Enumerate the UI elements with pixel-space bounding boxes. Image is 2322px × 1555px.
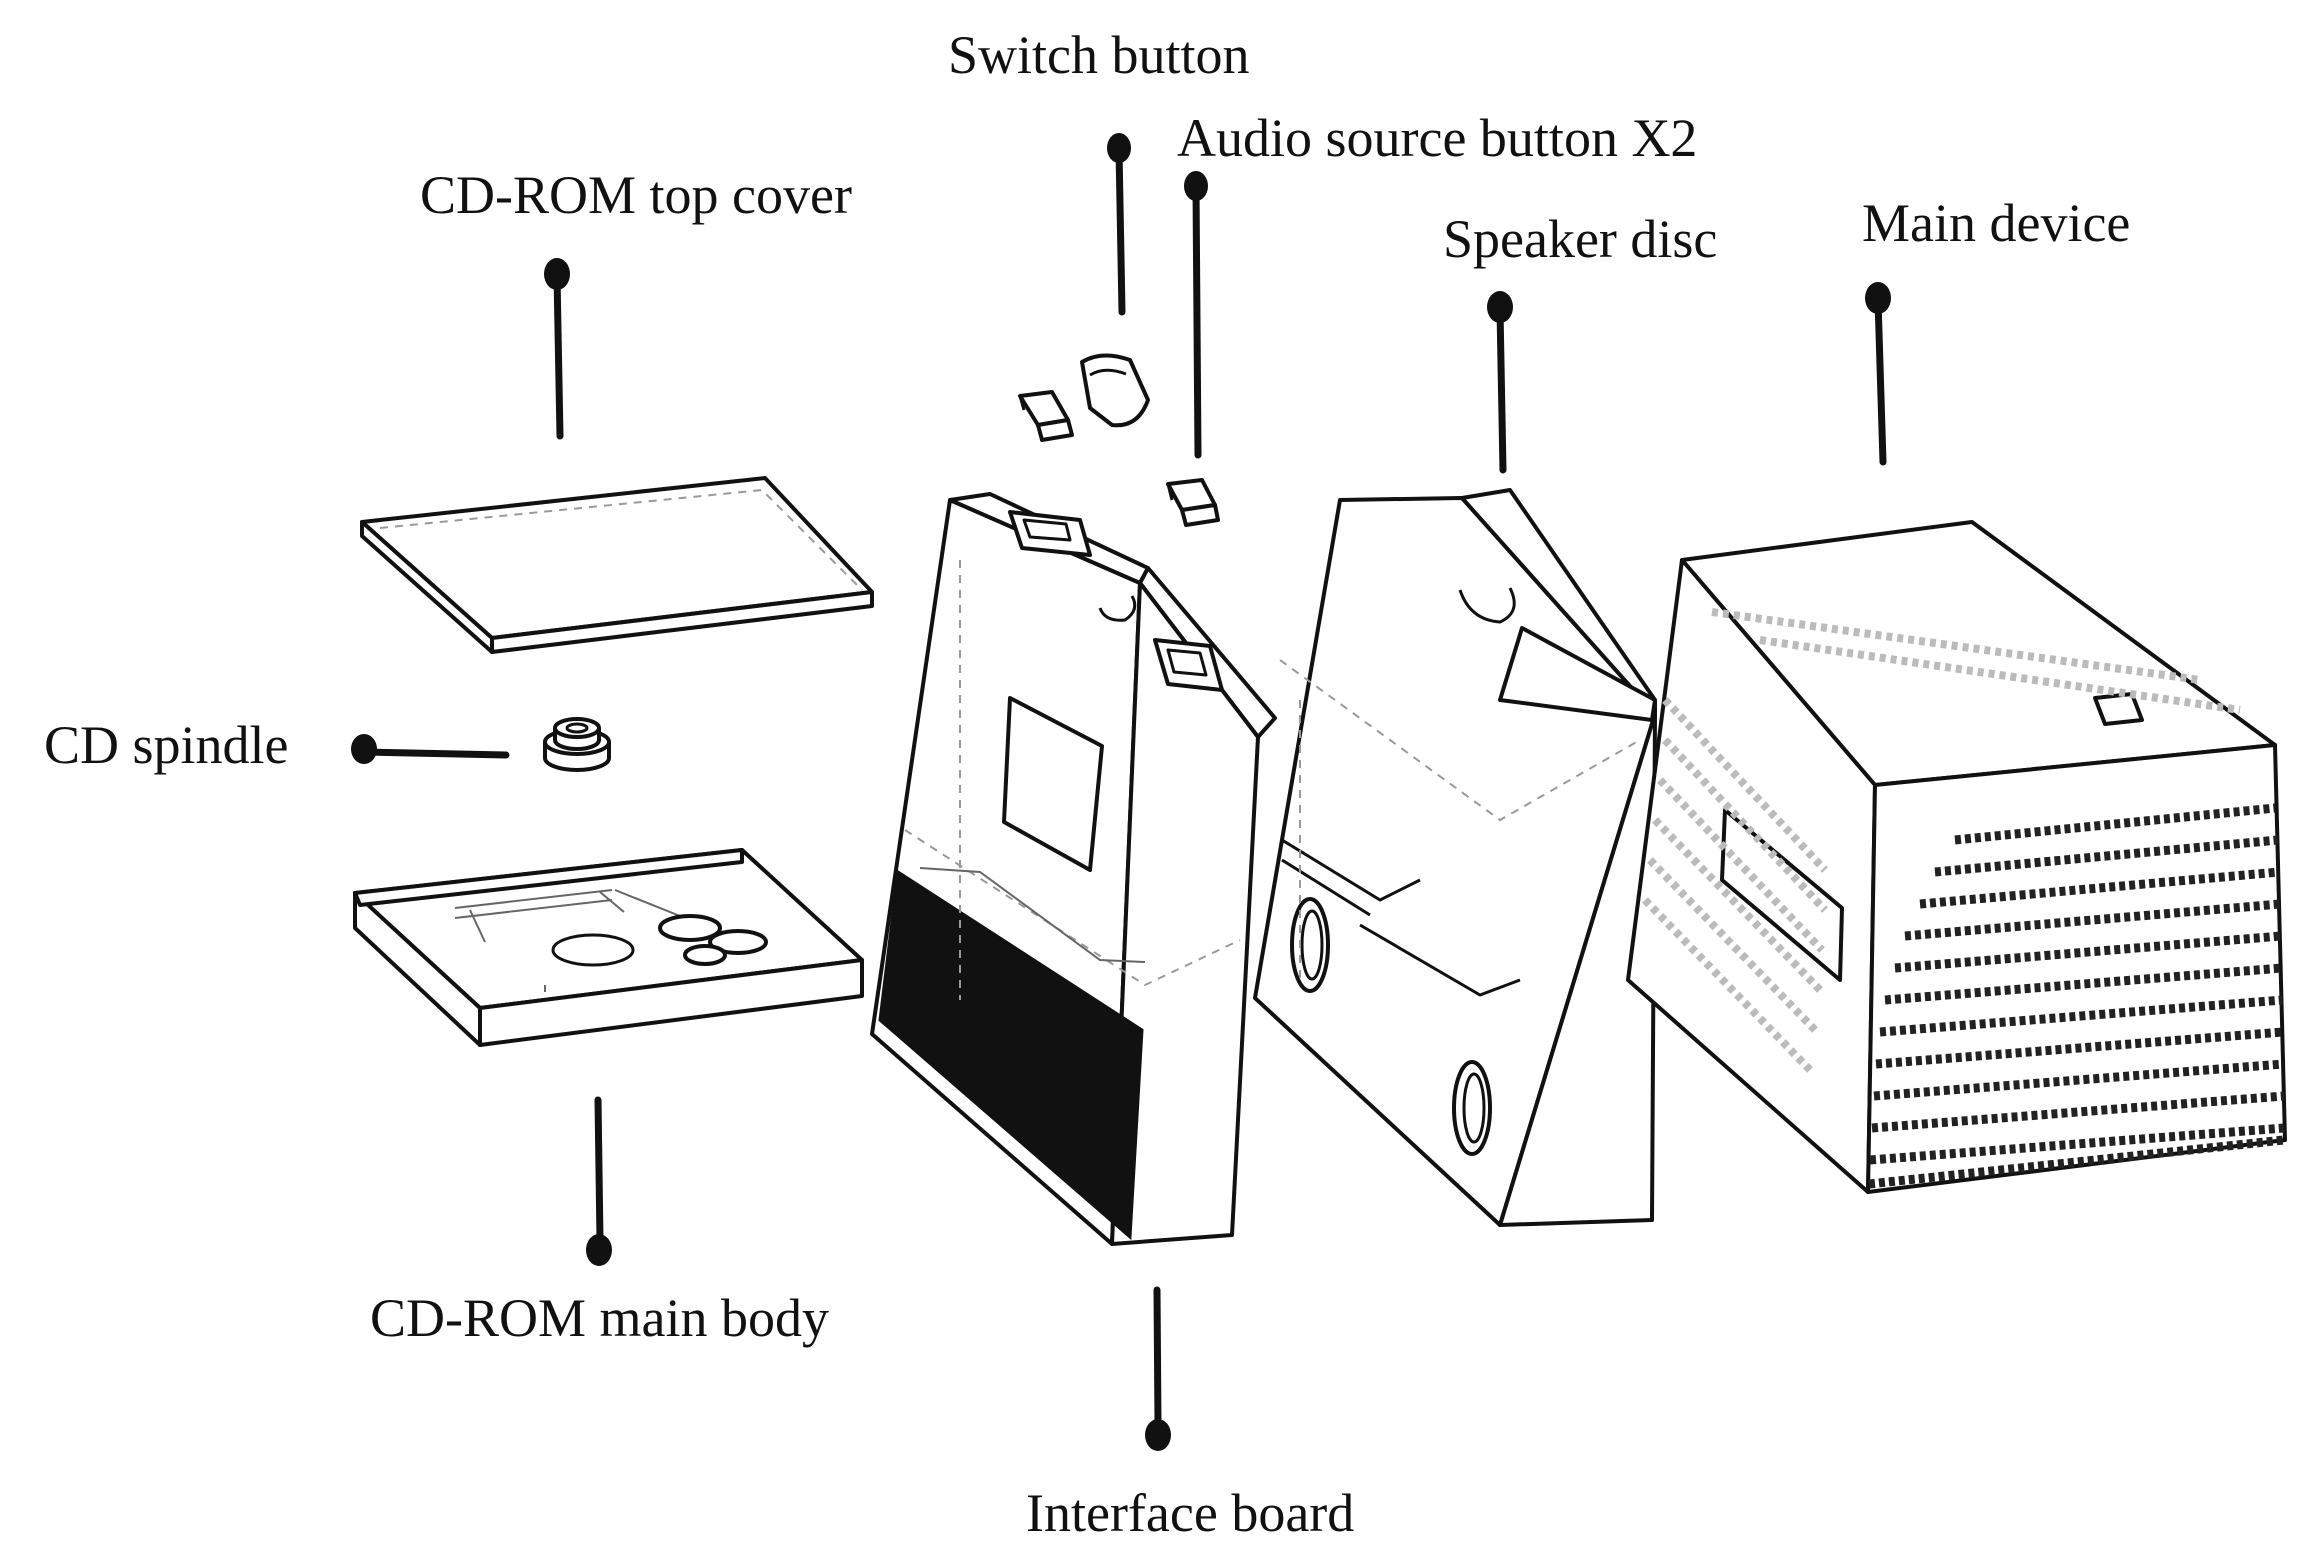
label-speaker-disc: Speaker disc bbox=[1443, 209, 1717, 474]
label-main-device: Main device bbox=[1862, 193, 2130, 466]
cdrom-top-cover-label: CD-ROM top cover bbox=[420, 165, 852, 225]
switch-button-leader-line bbox=[1115, 146, 1126, 316]
audio-source-button-part bbox=[1166, 478, 1220, 527]
cd-spindle-label: CD spindle bbox=[44, 715, 289, 775]
cdrom-main-body-part bbox=[353, 848, 864, 1047]
cdrom-main-body-label: CD-ROM main body bbox=[370, 1288, 829, 1348]
speaker-disc-part bbox=[1253, 488, 1657, 1227]
switch-button-part bbox=[1018, 353, 1150, 442]
speaker-disc-label: Speaker disc bbox=[1443, 209, 1717, 269]
cd-spindle-leader-dot bbox=[351, 734, 377, 764]
audio-source-button-label: Audio source button X2 bbox=[1177, 108, 1697, 168]
interface-board-part bbox=[870, 492, 1277, 1246]
label-cdrom-top-cover: CD-ROM top cover bbox=[420, 165, 852, 440]
speaker-disc-leader-line bbox=[1496, 306, 1507, 474]
cdrom-main-body-leader-line bbox=[594, 1096, 604, 1244]
cd-spindle-leader-line bbox=[362, 748, 510, 759]
cdrom-top-cover-leader-line bbox=[553, 272, 564, 440]
label-switch-button: Switch button bbox=[948, 25, 1250, 316]
label-interface-board: Interface board bbox=[1026, 1286, 1354, 1543]
switch-button-label: Switch button bbox=[948, 25, 1250, 85]
main-device-leader-line bbox=[1874, 296, 1887, 466]
main-device-part bbox=[1626, 520, 2287, 1194]
cdrom-main-body-leader-dot bbox=[586, 1234, 612, 1266]
interface-board-leader-line bbox=[1153, 1286, 1162, 1429]
label-cd-spindle: CD spindle bbox=[44, 715, 510, 775]
cd-spindle-part bbox=[543, 717, 611, 772]
label-audio-source-button: Audio source button X2 bbox=[1177, 108, 1697, 459]
main-device-label: Main device bbox=[1862, 193, 2130, 253]
audio-source-button-leader-line bbox=[1192, 184, 1202, 459]
interface-board-leader-dot bbox=[1145, 1419, 1171, 1451]
label-cdrom-main-body: CD-ROM main body bbox=[370, 1096, 829, 1348]
interface-board-label: Interface board bbox=[1026, 1483, 1354, 1543]
cdrom-top-cover-part bbox=[360, 476, 874, 654]
